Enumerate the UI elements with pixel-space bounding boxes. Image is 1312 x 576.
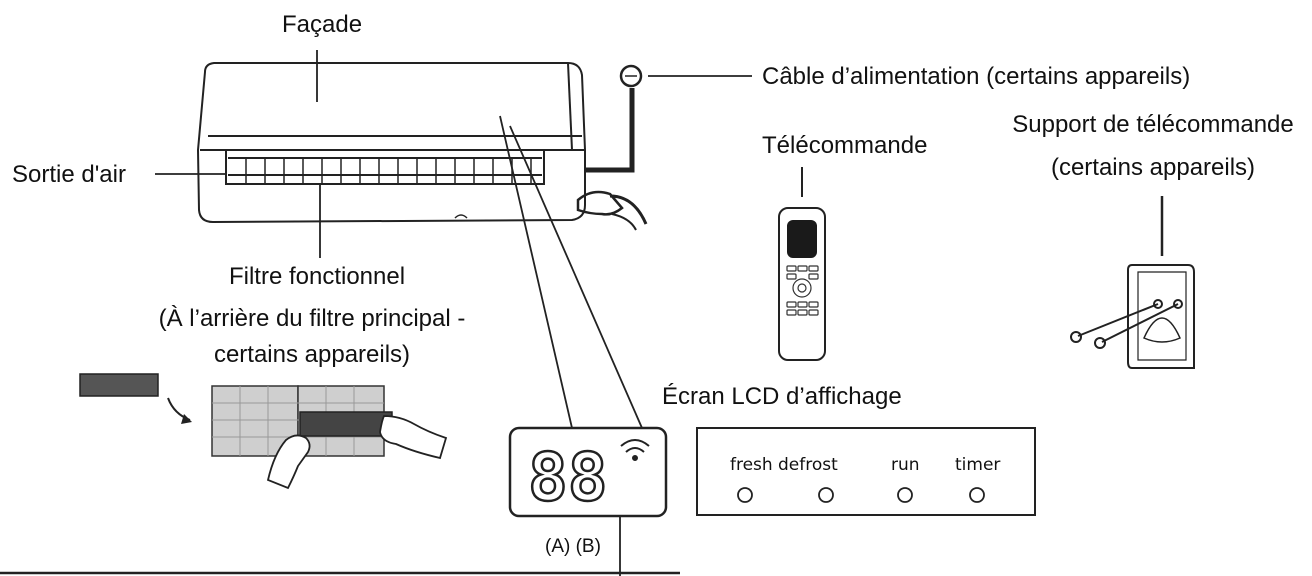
unit-body bbox=[196, 62, 586, 224]
indicator-label-timer: timer bbox=[955, 455, 1000, 475]
label-remote: Télécommande bbox=[762, 132, 927, 159]
label-remote-holder-2: (certains appareils) bbox=[1051, 154, 1255, 181]
power-cable-conduit bbox=[585, 88, 635, 173]
filter-illustration bbox=[79, 373, 448, 490]
remote-control bbox=[778, 167, 826, 361]
display-digits: 88 bbox=[528, 439, 607, 516]
remote-screen bbox=[787, 220, 817, 258]
lcd-indicator-panel: fresh defrost run timer bbox=[696, 427, 1036, 516]
label-filter-3: certains appareils) bbox=[214, 341, 410, 368]
functional-filter bbox=[79, 373, 159, 397]
label-power-cable: Câble d’alimentation (certains appareils… bbox=[762, 63, 1190, 90]
hand-icon bbox=[266, 415, 448, 490]
label-front-panel: Façade bbox=[282, 11, 362, 38]
indoor-unit bbox=[196, 62, 648, 231]
remote-buttons-icon bbox=[786, 265, 819, 316]
label-air-outlet: Sortie d'air bbox=[12, 161, 126, 188]
drain-hose bbox=[576, 190, 624, 216]
label-display-marks: (A) (B) bbox=[545, 536, 601, 557]
remote-holder bbox=[1070, 196, 1195, 369]
indicator-light-timer bbox=[969, 487, 985, 503]
power-plug bbox=[619, 64, 643, 88]
indicator-label-run: run bbox=[891, 455, 920, 475]
indicator-label-fresh: fresh bbox=[730, 455, 773, 475]
label-remote-holder-1: Support de télécommande bbox=[1012, 111, 1294, 138]
indicator-light-defrost bbox=[818, 487, 834, 503]
callout-lines bbox=[0, 50, 752, 576]
label-filter-2: (À l’arrière du filtre principal - bbox=[159, 305, 466, 332]
wifi-icon bbox=[620, 439, 650, 461]
label-lcd-title: Écran LCD d’affichage bbox=[662, 383, 902, 410]
air-outlet-louver bbox=[225, 149, 545, 185]
screw-icon bbox=[1070, 299, 1183, 349]
display-module: 88 bbox=[508, 426, 668, 518]
indicator-label-defrost: defrost bbox=[778, 455, 838, 475]
indicator-light-fresh bbox=[737, 487, 753, 503]
label-filter-1: Filtre fonctionnel bbox=[229, 263, 405, 290]
indicator-light-run bbox=[897, 487, 913, 503]
